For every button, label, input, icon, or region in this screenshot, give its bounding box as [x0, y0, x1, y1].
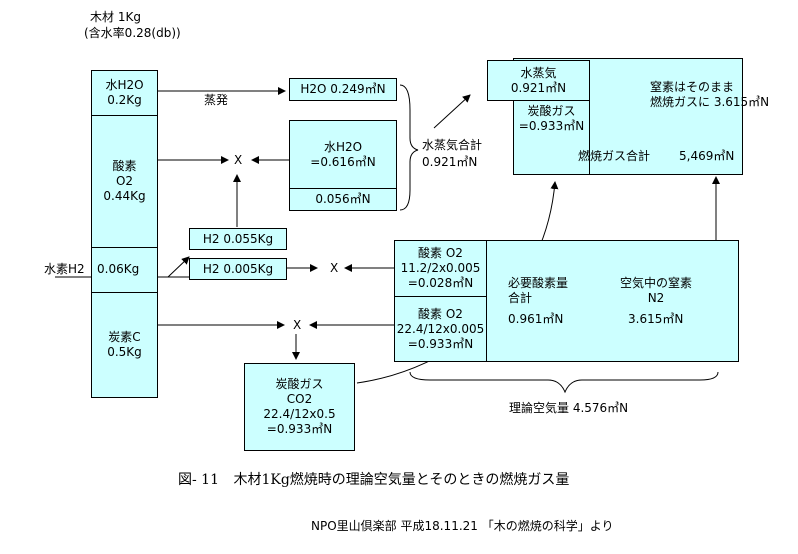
- vapor-total-value: 0.921㎥N: [422, 155, 478, 169]
- air-nitrogen-value: 3.615㎥N: [628, 312, 684, 326]
- flue-total-value: 5,469㎥N: [679, 149, 735, 163]
- moisture-label: (含水率0.28(db)): [84, 26, 181, 40]
- theoretical-air: 理論空気量 4.576㎥N: [509, 401, 629, 415]
- h2-split-b-text: H2 0.005Kg: [202, 261, 274, 276]
- air-brace: [409, 371, 719, 394]
- h2-split-a-box: H2 0.055Kg: [189, 228, 287, 250]
- x-mark-hydrogen: X: [330, 261, 339, 275]
- required-oxygen-label: 必要酸素量 合計: [508, 276, 569, 305]
- o2b-text: 酸素 O2 22.4/12x0.005 =0.933㎥N: [396, 306, 485, 351]
- oxygen-text: 酸素 O2 0.44Kg: [103, 159, 146, 203]
- water-formed-sub-text: 0.056㎥N: [315, 192, 371, 206]
- o2a-text: 酸素 O2 11.2/2x0.005 =0.028㎥N: [400, 246, 481, 290]
- o2a-box: 酸素 O2 11.2/2x0.005 =0.028㎥N: [394, 240, 487, 297]
- water-formed-text: 水H2O =0.616㎥N: [310, 139, 376, 169]
- hydrogen-value: 0.06Kg: [97, 262, 140, 276]
- figure-title: 木材1Kg燃焼時の理論空気量とそのときの燃焼ガス量: [233, 472, 570, 488]
- h2-split-a-text: H2 0.055Kg: [202, 231, 274, 246]
- water-formed-sub-box: 0.056㎥N: [289, 188, 397, 211]
- figure-number: 図- 11: [178, 472, 219, 488]
- flue-vapor-box: 水蒸気 0.921㎥N: [487, 60, 590, 101]
- vapor-to-flue-arrow: [433, 94, 471, 129]
- flue-total-label: 燃焼ガス合計: [578, 149, 651, 163]
- h2o-evap-text: H2O 0.249㎥N: [300, 82, 386, 96]
- source-note: NPO里山倶楽部 平成18.11.21 「木の燃焼の科学」より: [311, 519, 614, 533]
- h2o-evap-box: H2O 0.249㎥N: [289, 78, 397, 101]
- hydrogen-box: [91, 247, 158, 293]
- o2b-box: 酸素 O2 22.4/12x0.005 =0.933㎥N: [394, 296, 487, 362]
- x-mark-water: X: [234, 153, 243, 167]
- h2-split-b-box: H2 0.005Kg: [189, 258, 287, 280]
- hydrogen-label: 水素H2: [44, 262, 85, 276]
- figure-caption: 図- 11 木材1Kg燃焼時の理論空気量とそのときの燃焼ガス量: [178, 473, 569, 488]
- vapor-brace: [399, 84, 419, 211]
- vapor-total-label: 水蒸気合計: [422, 138, 483, 152]
- carbon-box: 炭素C 0.5Kg: [91, 292, 158, 398]
- x-mark-carbon: X: [293, 318, 302, 332]
- water-formed-box: 水H2O =0.616㎥N: [289, 120, 397, 189]
- flue-nitrogen-text: 窒素はそのまま 燃焼ガスに 3.615㎥N: [650, 80, 770, 109]
- evaporation-label: 蒸発: [204, 93, 229, 107]
- flue-vapor-text: 水蒸気 0.921㎥N: [510, 65, 567, 95]
- flue-co2-text: 炭酸ガス =0.933㎥N: [518, 104, 585, 133]
- flue-co2-box: 炭酸ガス =0.933㎥N: [513, 100, 590, 175]
- water-text: 水H2O 0.2Kg: [105, 78, 144, 107]
- oxygen-box: 酸素 O2 0.44Kg: [91, 115, 158, 248]
- co2-box: 炭酸ガス CO2 22.4/12x0.5 =0.933㎥N: [244, 363, 355, 451]
- wood-mass-label: 木材 1Kg: [90, 10, 141, 24]
- carbon-text: 炭素C 0.5Kg: [107, 330, 142, 359]
- required-oxygen-value: 0.961㎥N: [508, 312, 564, 326]
- co2-text: 炭酸ガス CO2 22.4/12x0.5 =0.933㎥N: [263, 377, 336, 436]
- air-nitrogen-label: 空気中の窒素 N2: [620, 276, 693, 305]
- water-box: 水H2O 0.2Kg: [91, 70, 158, 116]
- hydrogen-split-arrow: [167, 256, 190, 278]
